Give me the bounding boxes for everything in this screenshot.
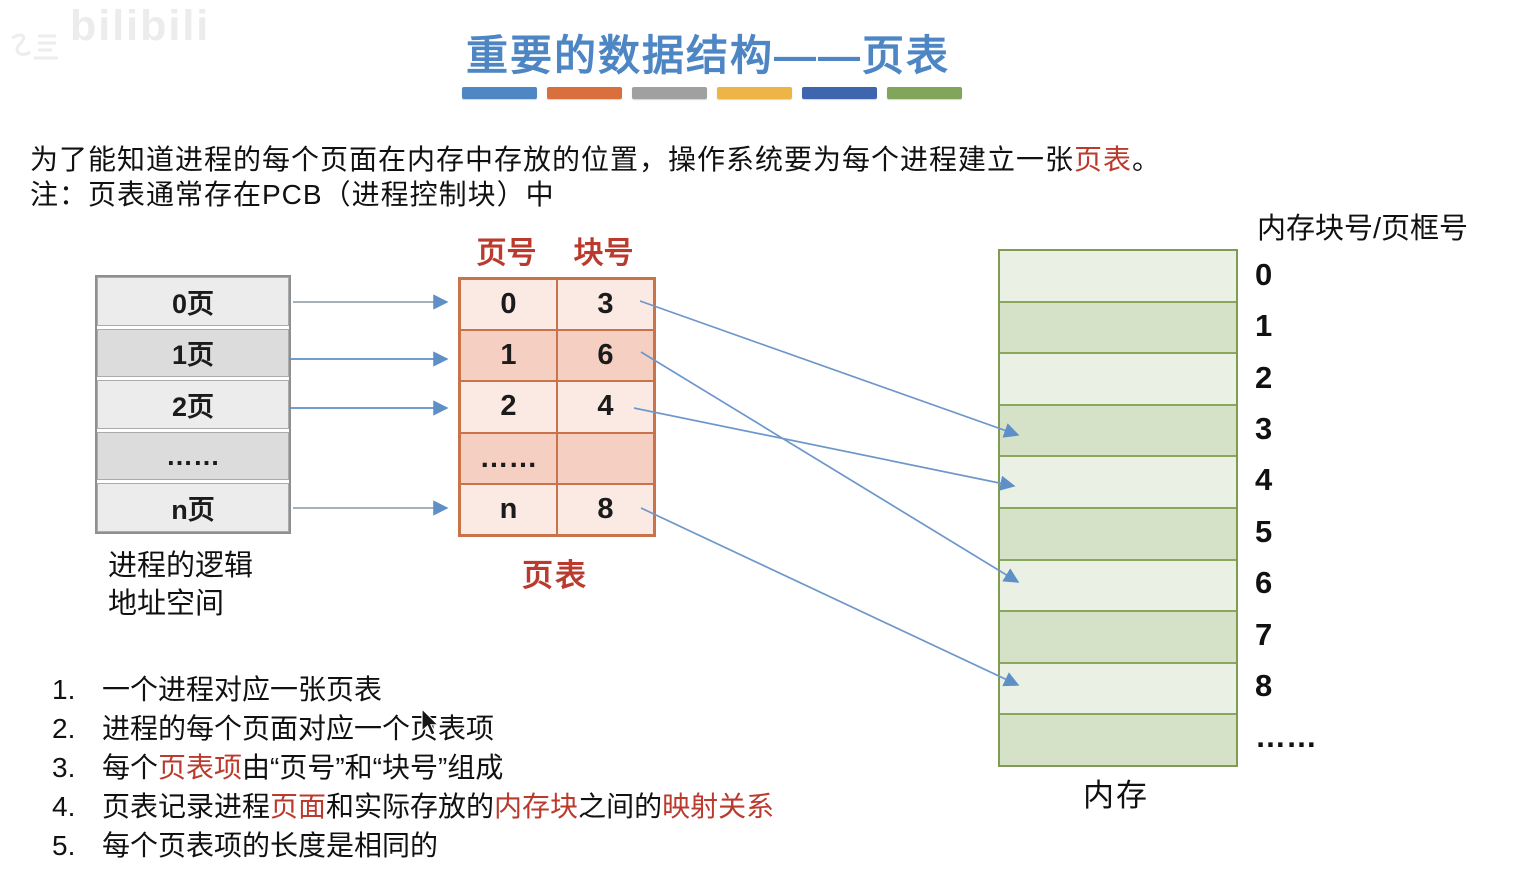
memory-block-row-3 xyxy=(1000,403,1236,456)
note-number-3: 3. xyxy=(52,752,76,783)
memory-row-label-1: 1 xyxy=(1255,308,1273,344)
memory-row-label-5: 5 xyxy=(1255,513,1273,549)
note-item-1: 1. 一个进程对应一张页表 xyxy=(52,670,774,709)
memory-header: 内存块号/页框号 xyxy=(1257,213,1469,245)
memory-row-label-4: 4 xyxy=(1255,462,1273,498)
intro-line1-part-0: 为了能知道进程的每个页面在内存中存放的位置，操作系统要为每个进程建立一张 xyxy=(30,144,1075,175)
arrow-block4-to-memory xyxy=(633,407,1016,491)
memory-row-label-2: 2 xyxy=(1255,359,1273,395)
page-table-header-block-no: 块号 xyxy=(573,237,634,270)
page-table-headers: 页号 块号 xyxy=(458,228,652,272)
logical-page-row-4: n页 xyxy=(97,483,289,532)
memory-block-row-6 xyxy=(1000,558,1236,611)
note-4-part-1: 页面 xyxy=(270,791,327,822)
title-underline-bar-3 xyxy=(632,87,707,99)
memory-row-label-6: 6 xyxy=(1255,565,1273,601)
page-table-cell-r3-c1 xyxy=(557,432,654,484)
memory-block-row-7 xyxy=(1000,610,1236,662)
memory-row-label-9: …… xyxy=(1255,719,1317,755)
arrow-block6-to-memory xyxy=(640,351,1020,583)
memory-row-labels: 0 1 2 3 4 5 6 7 8 …… xyxy=(1255,249,1317,763)
title-underline-bar-5 xyxy=(802,87,877,99)
memory-row-label-8: 8 xyxy=(1255,667,1273,703)
note-item-4: 4. 页表记录进程页面和实际存放的内存块之间的映射关系 xyxy=(52,787,774,826)
page-table-cell-r4-c1: 8 xyxy=(557,483,654,535)
logical-page-row-0: 0页 xyxy=(97,277,289,326)
logical-space-caption-line2: 地址空间 xyxy=(108,588,225,620)
note-3-part-2: 由“页号”和“块号”组成 xyxy=(242,752,504,783)
watermark-stamp-icon xyxy=(11,33,58,60)
memory-table xyxy=(998,249,1238,767)
memory-caption: 内存 xyxy=(1083,778,1149,813)
page-table-cell-r1-c0: 1 xyxy=(460,330,557,382)
note-text-3: 每个页表项由“页号”和“块号”组成 xyxy=(102,748,503,787)
intro-line1-part-1: 页表 xyxy=(1074,144,1133,175)
note-item-5: 5. 每个页表项的长度是相同的 xyxy=(52,826,774,865)
note-number-1: 1. xyxy=(52,674,76,705)
note-1-part-0: 一个进程对应一张页表 xyxy=(102,674,383,705)
note-text-5: 每个页表项的长度是相同的 xyxy=(102,826,438,865)
arrow-block8-to-memory xyxy=(640,507,1020,687)
title-underline-bar-2 xyxy=(547,87,622,99)
page-table-cell-r3-c0: …… xyxy=(460,432,557,484)
mouse-cursor xyxy=(421,708,440,736)
memory-block-row-0 xyxy=(1000,251,1236,301)
memory-row-label-7: 7 xyxy=(1255,616,1273,652)
intro-line1-part-2: 。 xyxy=(1132,144,1162,175)
logical-page-row-3: …… xyxy=(97,431,289,481)
page-table-cell-r0-c0: 0 xyxy=(460,279,557,331)
note-text-4: 页表记录进程页面和实际存放的内存块之间的映射关系 xyxy=(102,787,774,826)
memory-block-row-8 xyxy=(1000,661,1236,714)
note-4-part-2: 和实际存放的 xyxy=(326,791,495,822)
page-table-cell-r4-c0: n xyxy=(460,483,557,535)
note-5-part-0: 每个页表项的长度是相同的 xyxy=(102,830,439,861)
logical-space-caption: 进程的逻辑 地址空间 xyxy=(108,547,253,623)
logical-page-row-2: 2页 xyxy=(97,380,289,429)
memory-row-label-0: 0 xyxy=(1255,256,1273,292)
note-number-5: 5. xyxy=(52,830,76,861)
note-item-2: 2.进程的每个页面对应一个页表项 xyxy=(52,709,774,748)
note-4-part-5: 映射关系 xyxy=(662,791,775,822)
page-table-cell-r2-c1: 4 xyxy=(557,381,654,433)
title-underline-bar-6 xyxy=(887,87,962,99)
intro-line-2: 注：页表通常存在PCB（进程控制块）中 xyxy=(30,179,555,210)
note-3-part-1: 页表项 xyxy=(158,752,243,783)
note-number-2: 2. xyxy=(52,713,76,744)
memory-block-row-4 xyxy=(1000,455,1236,507)
notes-list: 1. 一个进程对应一张页表 2.进程的每个页面对应一个页表项 3. 每个页表项由“页号”… xyxy=(52,670,774,865)
note-4-part-4: 之间的 xyxy=(578,791,663,822)
logical-page-row-1: 1页 xyxy=(97,328,289,378)
page-table-caption: 页表 xyxy=(522,558,588,593)
memory-row-label-3: 3 xyxy=(1255,410,1273,446)
page-table-cell-r0-c1: 3 xyxy=(557,279,654,331)
page-table-cell-r2-c0: 2 xyxy=(460,381,557,433)
note-number-4: 4. xyxy=(52,791,76,822)
memory-block-row-2 xyxy=(1000,352,1236,404)
memory-block-row-9 xyxy=(1000,713,1236,765)
note-text-1: 一个进程对应一张页表 xyxy=(102,670,382,709)
memory-block-row-1 xyxy=(1000,300,1236,353)
title-underline-bar-4 xyxy=(717,87,792,99)
page-table-header-page-no: 页号 xyxy=(476,237,537,270)
intro-line-1: 为了能知道进程的每个页面在内存中存放的位置，操作系统要为每个进程建立一张页表。 xyxy=(30,138,1161,178)
title-underline-bar-1 xyxy=(462,87,537,99)
note-4-part-3: 内存块 xyxy=(494,791,579,822)
note-item-3: 3. 每个页表项由“页号”和“块号”组成 xyxy=(52,748,774,787)
logical-space-caption-line1: 进程的逻辑 xyxy=(108,550,254,582)
memory-block-row-5 xyxy=(1000,506,1236,559)
title-underline-bars xyxy=(462,87,962,99)
note-3-part-0: 每个 xyxy=(102,752,159,783)
page-table-cell-r1-c1: 6 xyxy=(557,330,654,382)
note-4-part-0: 页表记录进程 xyxy=(102,791,271,822)
arrow-block3-to-memory xyxy=(639,300,1020,438)
page-title: 重要的数据结构——页表 xyxy=(465,32,950,79)
bilibili-watermark: bilibili xyxy=(70,2,211,50)
